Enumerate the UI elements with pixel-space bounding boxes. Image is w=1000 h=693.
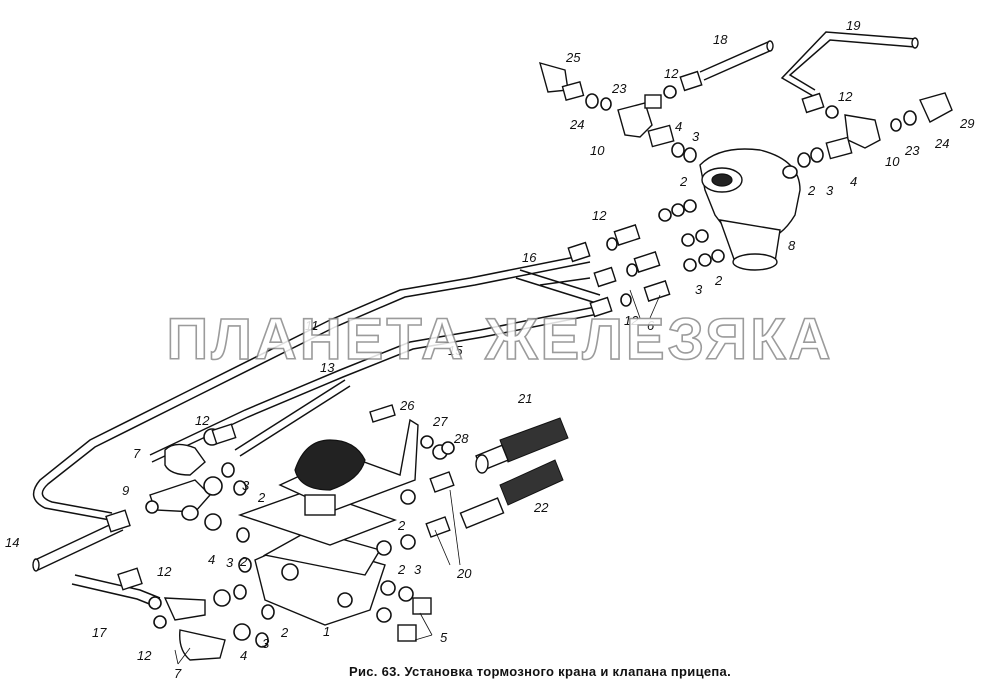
callout-14: 14	[5, 535, 19, 550]
callout-3: 3	[414, 562, 422, 577]
callout-6: 6	[647, 318, 655, 333]
figure-caption: Рис. 63. Установка тормозного крана и кл…	[348, 664, 731, 679]
callout-4: 4	[240, 648, 247, 663]
callout-16: 16	[522, 250, 537, 265]
pipe-18	[699, 40, 774, 81]
callout-28: 28	[453, 431, 469, 446]
callout-13: 13	[320, 360, 335, 375]
callout-2: 2	[397, 562, 406, 577]
callout-26: 26	[399, 398, 415, 413]
callout-4: 4	[675, 119, 682, 134]
callout-3: 3	[226, 555, 234, 570]
callout-7: 7	[174, 666, 182, 681]
callout-labels: 1 2 2 2 2 2 2 2 2 3 3 3 3 3 3 3 4 4 4 4 …	[5, 18, 974, 681]
callout-4: 4	[208, 552, 215, 567]
pipe-13	[234, 379, 351, 457]
callout-8: 8	[788, 238, 796, 253]
callout-29: 29	[959, 116, 974, 131]
callout-2: 2	[714, 273, 723, 288]
hose-21	[475, 417, 569, 474]
callout-12: 12	[592, 208, 607, 223]
callout-2: 2	[397, 518, 406, 533]
callout-3: 3	[242, 478, 250, 493]
callout-12: 12	[664, 66, 679, 81]
callout-9: 9	[122, 483, 129, 498]
callout-23: 23	[611, 81, 627, 96]
brake-valve-1	[237, 489, 398, 626]
trailer-valve-8	[699, 148, 801, 271]
callout-12: 12	[195, 413, 210, 428]
callout-15: 15	[448, 343, 463, 358]
pedal-bracket-26	[278, 404, 419, 516]
callout-12: 12	[838, 89, 853, 104]
callout-25: 25	[565, 50, 581, 65]
callout-24: 24	[569, 117, 584, 132]
callout-20: 20	[456, 566, 472, 581]
callout-23: 23	[904, 143, 920, 158]
callout-2: 2	[280, 625, 289, 640]
callout-5: 5	[440, 630, 448, 645]
callout-2: 2	[257, 490, 266, 505]
callout-7: 7	[133, 446, 141, 461]
callout-11: 11	[305, 318, 319, 333]
callout-3: 3	[692, 129, 700, 144]
callout-17: 17	[92, 625, 107, 640]
callout-2: 2	[807, 183, 816, 198]
callout-3: 3	[826, 183, 834, 198]
callout-1: 1	[323, 624, 330, 639]
fittings	[105, 61, 953, 661]
callout-18: 18	[713, 32, 728, 47]
pipe-17	[71, 574, 161, 608]
pipe-16	[515, 269, 601, 304]
callout-24: 24	[934, 136, 949, 151]
callout-2: 2	[239, 554, 248, 569]
callout-3: 3	[695, 282, 703, 297]
pipe-19	[780, 31, 919, 101]
callout-12: 12	[624, 313, 639, 328]
watermark: ПЛАНЕТА ЖЕЛЕЗЯКА	[166, 306, 834, 373]
callout-10: 10	[885, 154, 900, 169]
callout-22: 22	[533, 500, 549, 515]
callout-19: 19	[846, 18, 860, 33]
pipe-11	[32, 254, 591, 521]
callout-3: 3	[262, 636, 270, 651]
callout-4: 4	[850, 174, 857, 189]
callout-21: 21	[517, 391, 532, 406]
callout-12: 12	[157, 564, 172, 579]
callout-27: 27	[432, 414, 448, 429]
callout-10: 10	[590, 143, 605, 158]
pipe-14	[32, 519, 124, 572]
callout-2: 2	[679, 174, 688, 189]
leader-lines	[174, 289, 661, 665]
callout-12: 12	[137, 648, 152, 663]
hose-22	[459, 459, 564, 529]
